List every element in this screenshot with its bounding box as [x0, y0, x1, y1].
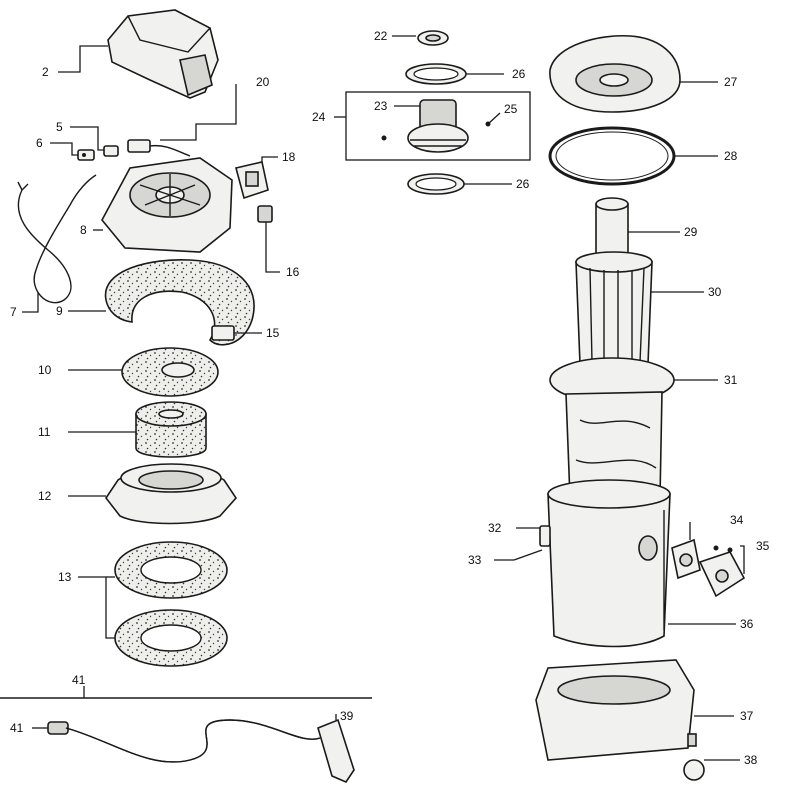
part-22-cap [417, 30, 449, 46]
part-2-top-cover [107, 9, 219, 99]
part-12-filter-cage [105, 463, 238, 525]
part-10-foam-disc [121, 347, 219, 397]
part-41-hose [47, 718, 355, 783]
leader-13 [78, 576, 115, 639]
part-13-foam-rings [114, 541, 228, 667]
label-7: 7 [10, 305, 17, 319]
label-16: 16 [286, 265, 300, 279]
label-41-top: 41 [72, 673, 86, 687]
part-26-gasket-top [405, 63, 467, 85]
label-9: 9 [56, 304, 63, 318]
leader-2 [58, 45, 108, 73]
part-9-foam-ring [104, 258, 255, 346]
label-23: 23 [374, 99, 388, 113]
part-5-switch [103, 145, 119, 157]
label-39: 39 [340, 709, 354, 723]
leader-7 [22, 292, 39, 313]
leader-35 [740, 545, 745, 574]
part-23-motor [381, 99, 491, 153]
part-6-fitting [77, 149, 95, 161]
part-7-power-cord [17, 174, 97, 304]
label-26-bottom: 26 [516, 177, 530, 191]
leader-6 [50, 142, 78, 156]
label-35: 35 [756, 539, 770, 553]
label-41: 41 [10, 721, 24, 735]
label-20: 20 [256, 75, 270, 89]
part-32-latch [539, 525, 551, 547]
label-26-top: 26 [512, 67, 526, 81]
part-31-filter-bag [549, 357, 675, 507]
part-20-cord-assembly [127, 139, 191, 157]
label-32: 32 [488, 521, 502, 535]
part-8-motor-housing [101, 157, 233, 253]
box-24 [345, 91, 531, 161]
label-8: 8 [80, 223, 87, 237]
part-29-inner-tube [595, 197, 629, 263]
label-6: 6 [36, 136, 43, 150]
part-27-lid [549, 34, 681, 113]
leader-25 [487, 112, 501, 125]
label-31: 31 [724, 373, 738, 387]
part-15-block [211, 325, 235, 341]
part-11-filter-cylinder [135, 401, 207, 458]
label-36: 36 [740, 617, 754, 631]
label-15: 15 [266, 326, 280, 340]
label-27: 27 [724, 75, 738, 89]
leader-18 [261, 156, 278, 162]
leader-16 [265, 222, 280, 273]
part-33-pin [513, 549, 543, 561]
part-28-gasket [548, 126, 676, 186]
label-5: 5 [56, 120, 63, 134]
label-10: 10 [38, 363, 52, 377]
part-16-switch [257, 205, 273, 223]
label-30: 30 [708, 285, 722, 299]
part-34-gasket-plate [671, 538, 701, 580]
part-37-base [535, 659, 695, 761]
label-37: 37 [740, 709, 754, 723]
part-30-filter-cage [575, 251, 653, 365]
part-38-caster [683, 733, 705, 781]
label-29: 29 [684, 225, 698, 239]
label-25: 25 [504, 102, 518, 116]
part-26-gasket-bottom [407, 173, 465, 195]
label-18: 18 [282, 150, 296, 164]
leader-5 [70, 126, 104, 151]
part-35-drain-assembly [698, 545, 746, 598]
label-13: 13 [58, 570, 72, 584]
label-34: 34 [730, 513, 744, 527]
label-22: 22 [374, 29, 388, 43]
label-28: 28 [724, 149, 738, 163]
part-18-switch-box [235, 161, 269, 200]
label-11: 11 [38, 425, 51, 439]
part-36-tank [547, 479, 671, 648]
leader-20 [160, 84, 237, 141]
label-24: 24 [312, 110, 326, 124]
label-33: 33 [468, 553, 482, 567]
label-12: 12 [38, 489, 52, 503]
label-38: 38 [744, 753, 758, 767]
label-2: 2 [42, 65, 49, 79]
